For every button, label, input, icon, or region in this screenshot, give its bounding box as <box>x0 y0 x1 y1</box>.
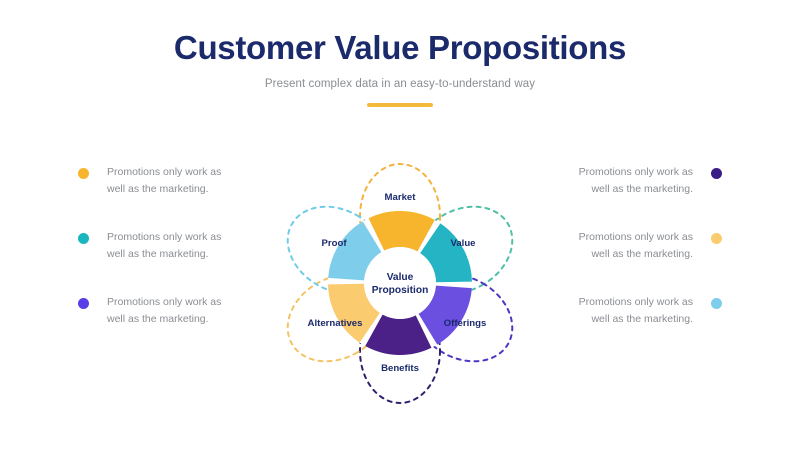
callout-text: Promotions only work as well as the mark… <box>107 166 222 195</box>
diagram-svg: Value Proposition Market Value Offerings… <box>286 163 514 404</box>
slide-header: Customer Value Propositions Present comp… <box>0 0 800 107</box>
callout-item[interactable]: Promotions only work as well as the mark… <box>545 164 722 198</box>
callout-text: Promotions only work as well as the mark… <box>578 296 693 325</box>
page-title: Customer Value Propositions <box>173 29 627 66</box>
bullet-dot-icon <box>711 233 722 244</box>
center-label-line1: Value <box>387 272 414 283</box>
bullet-dot-icon <box>78 168 89 179</box>
callout-item[interactable]: Promotions only work as well as the mark… <box>545 229 722 263</box>
callout-item[interactable]: Promotions only work as well as the mark… <box>78 229 255 263</box>
petal-label-offerings: Offerings <box>444 318 487 329</box>
petal-label-market: Market <box>385 192 417 203</box>
title-divider <box>367 103 433 107</box>
callout-text: Promotions only work as well as the mark… <box>107 231 222 260</box>
callout-text: Promotions only work as well as the mark… <box>107 296 222 325</box>
petal-label-alternatives: Alternatives <box>308 318 363 329</box>
callout-text: Promotions only work as well as the mark… <box>578 231 693 260</box>
center-label-line2: Proposition <box>372 285 429 296</box>
bullet-dot-icon <box>78 298 89 309</box>
value-proposition-diagram: Value Proposition Market Value Offerings… <box>255 138 545 428</box>
callout-item[interactable]: Promotions only work as well as the mark… <box>545 294 722 328</box>
page-subtitle: Present complex data in an easy-to-under… <box>264 78 536 91</box>
callout-text: Promotions only work as well as the mark… <box>578 166 693 195</box>
callout-item[interactable]: Promotions only work as well as the mark… <box>78 294 255 328</box>
slide-body: Promotions only work as well as the mark… <box>0 140 800 430</box>
petal-label-proof: Proof <box>321 238 347 249</box>
bullet-dot-icon <box>711 298 722 309</box>
left-callout-column: Promotions only work as well as the mark… <box>0 140 255 328</box>
petal-label-value: Value <box>450 238 475 249</box>
bullet-dot-icon <box>78 233 89 244</box>
callout-item[interactable]: Promotions only work as well as the mark… <box>78 164 255 198</box>
donut-center-hole <box>364 247 436 319</box>
bullet-dot-icon <box>711 168 722 179</box>
petal-label-benefits: Benefits <box>381 363 419 374</box>
right-callout-column: Promotions only work as well as the mark… <box>545 140 800 328</box>
